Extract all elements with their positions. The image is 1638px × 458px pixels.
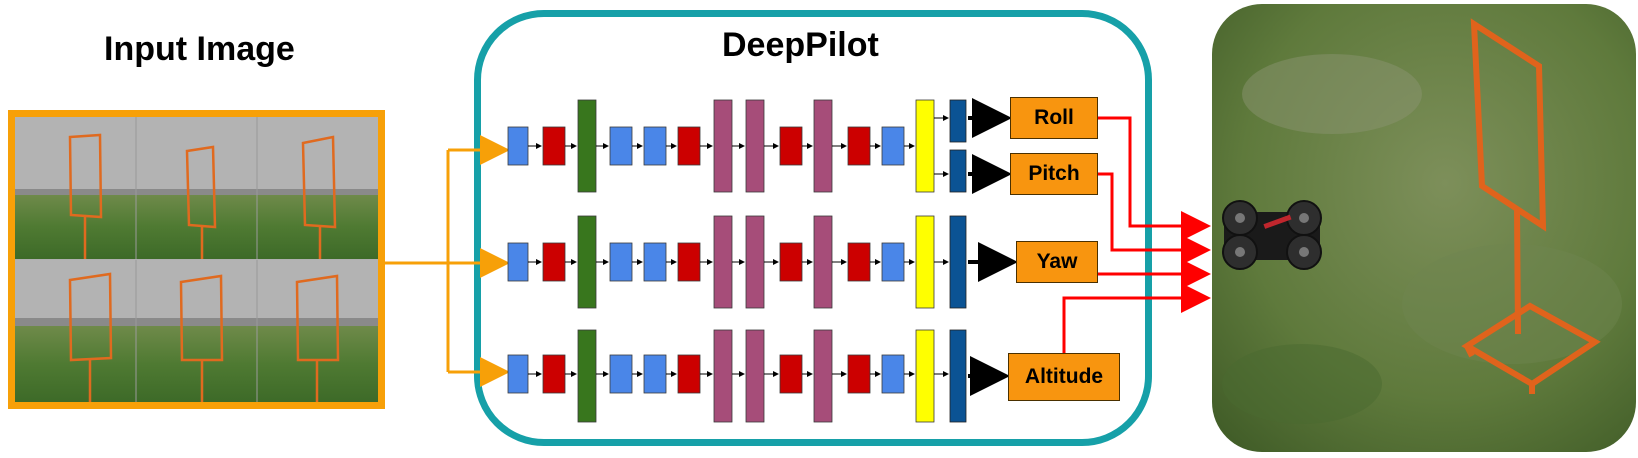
conv-layer bbox=[507, 242, 529, 282]
concat-layer bbox=[915, 329, 935, 423]
yaw-output: Yaw bbox=[1016, 241, 1098, 283]
green-block bbox=[577, 99, 597, 193]
mauve-block bbox=[745, 99, 765, 193]
pool-layer bbox=[677, 242, 701, 282]
frame-row-2 bbox=[15, 260, 378, 402]
conv-layer bbox=[507, 354, 529, 394]
branch-3 bbox=[507, 329, 1010, 423]
mauve-block bbox=[713, 329, 733, 423]
fc-layer bbox=[949, 99, 967, 143]
conv-layer bbox=[643, 242, 667, 282]
green-block bbox=[577, 215, 597, 309]
pool-layer bbox=[542, 242, 566, 282]
conv-layer bbox=[609, 126, 633, 166]
conv-layer bbox=[609, 354, 633, 394]
mauve-block bbox=[713, 99, 733, 193]
pool-layer bbox=[779, 242, 803, 282]
input-image-title: Input Image bbox=[104, 30, 295, 68]
pitch-output: Pitch bbox=[1010, 153, 1098, 195]
drone-icon bbox=[1222, 200, 1322, 270]
simulation-scene bbox=[1212, 4, 1636, 452]
altitude-output: Altitude bbox=[1008, 353, 1120, 401]
control-arrows bbox=[1062, 116, 1211, 354]
conv-layer bbox=[609, 242, 633, 282]
fc-layer bbox=[949, 215, 967, 309]
roll-output: Roll bbox=[1010, 97, 1098, 139]
pool-layer bbox=[542, 354, 566, 394]
pool-layer bbox=[677, 354, 701, 394]
pool-layer bbox=[847, 242, 871, 282]
conv-layer bbox=[881, 354, 905, 394]
pool-layer bbox=[847, 126, 871, 166]
scene-illustration bbox=[1212, 4, 1636, 452]
pool-layer bbox=[847, 354, 871, 394]
input-arrows bbox=[385, 135, 510, 387]
mauve-block bbox=[813, 215, 833, 309]
input-frames-grid bbox=[15, 117, 378, 402]
branch-1 bbox=[507, 98, 1012, 194]
fc-layer bbox=[949, 329, 967, 423]
conv-layer bbox=[643, 354, 667, 394]
gate-icon bbox=[68, 133, 337, 259]
deeppilot-title: DeepPilot bbox=[722, 26, 879, 64]
frame-row-1 bbox=[15, 117, 378, 259]
concat-layer bbox=[915, 99, 935, 193]
concat-layer bbox=[915, 215, 935, 309]
green-block bbox=[577, 329, 597, 423]
mauve-block bbox=[813, 99, 833, 193]
pool-layer bbox=[779, 354, 803, 394]
fc-layer bbox=[949, 149, 967, 193]
conv-layer bbox=[643, 126, 667, 166]
deeppilot-container bbox=[474, 10, 1152, 446]
mauve-block bbox=[745, 215, 765, 309]
mauve-block bbox=[813, 329, 833, 423]
pool-layer bbox=[677, 126, 701, 166]
conv-layer bbox=[881, 126, 905, 166]
network-branches bbox=[507, 98, 1018, 423]
mauve-block bbox=[745, 329, 765, 423]
input-image-mosaic bbox=[8, 110, 385, 409]
branch-2 bbox=[507, 215, 1018, 309]
gate-icon bbox=[1461, 18, 1601, 394]
pool-layer bbox=[542, 126, 566, 166]
pool-layer bbox=[779, 126, 803, 166]
mauve-block bbox=[713, 215, 733, 309]
conv-layer bbox=[881, 242, 905, 282]
gate-icon bbox=[68, 272, 340, 402]
conv-layer bbox=[507, 126, 529, 166]
